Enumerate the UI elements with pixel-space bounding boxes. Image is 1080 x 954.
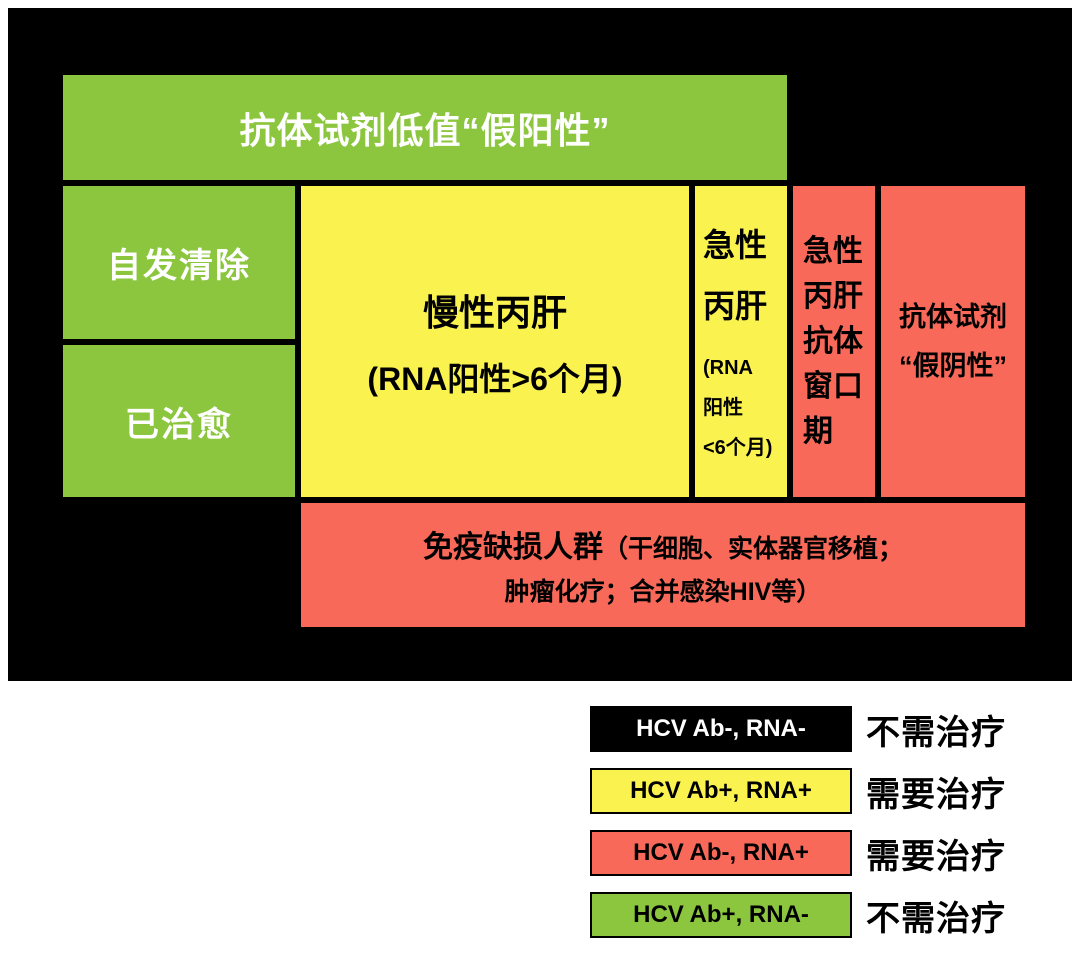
immunodeficient-detail-2: 肿瘤化疗；合并感染HIV等） xyxy=(504,578,822,606)
legend-swatch-red: HCV Ab-, RNA+ xyxy=(590,830,852,876)
legend-treatment-label: 需要治疗 xyxy=(866,837,1006,876)
acute-antibody-window-label: 急性 丙肝 抗体 窗口 期 xyxy=(803,235,863,448)
box-cured: 已治愈 xyxy=(60,342,298,500)
box-spontaneous-clearance: 自发清除 xyxy=(60,183,298,342)
immunodeficient-line-1: 免疫缺损人群（干细胞、实体器官移植； xyxy=(423,522,903,566)
acute-hcv-title: 急性 丙肝 xyxy=(703,226,768,324)
box-antibody-false-negative: 抗体试剂 “假阴性” xyxy=(878,183,1028,500)
box-acute-hcv: 急性 丙肝 (RNA 阳性 <6个月) xyxy=(692,183,790,500)
immunodeficient-title: 免疫缺损人群 xyxy=(422,531,603,564)
antibody-false-negative-label: 抗体试剂 “假阴性” xyxy=(899,301,1007,381)
legend-swatch-black: HCV Ab-, RNA- xyxy=(590,706,852,752)
legend-row-ab-neg-rna-pos: HCV Ab-, RNA+ 需要治疗 xyxy=(590,830,1006,876)
box-antibody-false-positive: 抗体试剂低值“假阳性” xyxy=(60,72,790,183)
cured-label: 已治愈 xyxy=(125,405,233,444)
legend-swatch-yellow-text: HCV Ab+, RNA+ xyxy=(630,777,812,804)
legend-row-ab-pos-rna-pos: HCV Ab+, RNA+ 需要治疗 xyxy=(590,768,1006,814)
legend-treatment-label: 不需治疗 xyxy=(866,899,1006,938)
legend-swatch-green-text: HCV Ab+, RNA- xyxy=(633,901,809,928)
legend-treatment-label: 需要治疗 xyxy=(866,775,1006,814)
spontaneous-clearance-label: 自发清除 xyxy=(107,247,251,285)
chronic-hcv-subtitle: (RNA阳性>6个月) xyxy=(367,360,623,397)
box-chronic-hcv: 慢性丙肝 (RNA阳性>6个月) xyxy=(298,183,692,500)
acute-hcv-subtitle: (RNA 阳性 <6个月) xyxy=(703,357,773,460)
box-immunodeficient-group: 免疫缺损人群（干细胞、实体器官移植； 肿瘤化疗；合并感染HIV等） xyxy=(298,500,1028,630)
legend-row-ab-pos-rna-neg: HCV Ab+, RNA- 不需治疗 xyxy=(590,892,1006,938)
immunodeficient-detail-1: （干细胞、实体器官移植； xyxy=(602,535,903,563)
chronic-hcv-title: 慢性丙肝 xyxy=(422,291,567,333)
legend-row-ab-neg-rna-neg: HCV Ab-, RNA- 不需治疗 xyxy=(590,706,1006,752)
box-acute-antibody-window: 急性 丙肝 抗体 窗口 期 xyxy=(790,183,878,500)
legend-swatch-red-text: HCV Ab-, RNA+ xyxy=(633,839,809,866)
antibody-false-positive-label: 抗体试剂低值“假阳性” xyxy=(239,109,611,151)
legend-swatch-yellow: HCV Ab+, RNA+ xyxy=(590,768,852,814)
legend-swatch-black-text: HCV Ab-, RNA- xyxy=(636,715,806,742)
legend-treatment-label: 不需治疗 xyxy=(866,713,1006,752)
legend-swatch-green: HCV Ab+, RNA- xyxy=(590,892,852,938)
